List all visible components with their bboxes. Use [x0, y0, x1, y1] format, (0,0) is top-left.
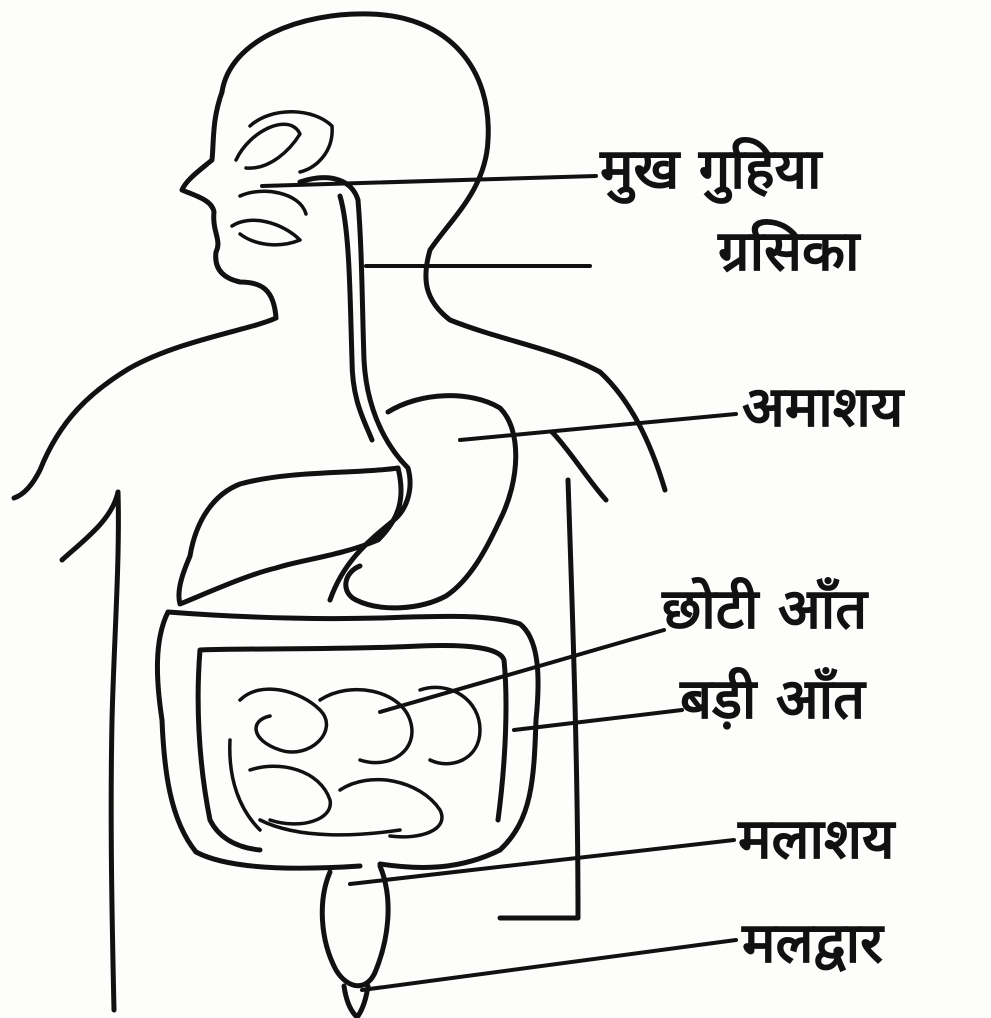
left-arm-line: [62, 492, 118, 1010]
label-mouth-cavity: मुख गुहिया: [600, 142, 822, 198]
label-rectum: मलाशय: [738, 812, 895, 868]
leader-line-rectum: [350, 840, 734, 884]
leader-line-stomach: [460, 414, 736, 440]
leader-line-large-intestine: [514, 710, 682, 730]
large-intestine: [157, 612, 538, 868]
face-profile: [14, 92, 276, 498]
small-intestine: [230, 687, 480, 836]
label-small-intestine: छोटी आँत: [662, 582, 867, 638]
label-large-intestine: बड़ी आँत: [680, 672, 865, 728]
head-outline: [222, 14, 665, 490]
liver: [179, 468, 401, 604]
stomach: [346, 396, 516, 608]
label-stomach: अमाशय: [742, 380, 903, 436]
esophagus-tube-inner: [340, 196, 372, 440]
leader-line-anus: [362, 940, 736, 990]
label-esophagus: ग्रसिका: [718, 224, 859, 280]
leader-line-small-intestine: [380, 630, 664, 712]
label-anus: मलद्वार: [742, 916, 883, 972]
right-arm-line: [500, 432, 606, 918]
